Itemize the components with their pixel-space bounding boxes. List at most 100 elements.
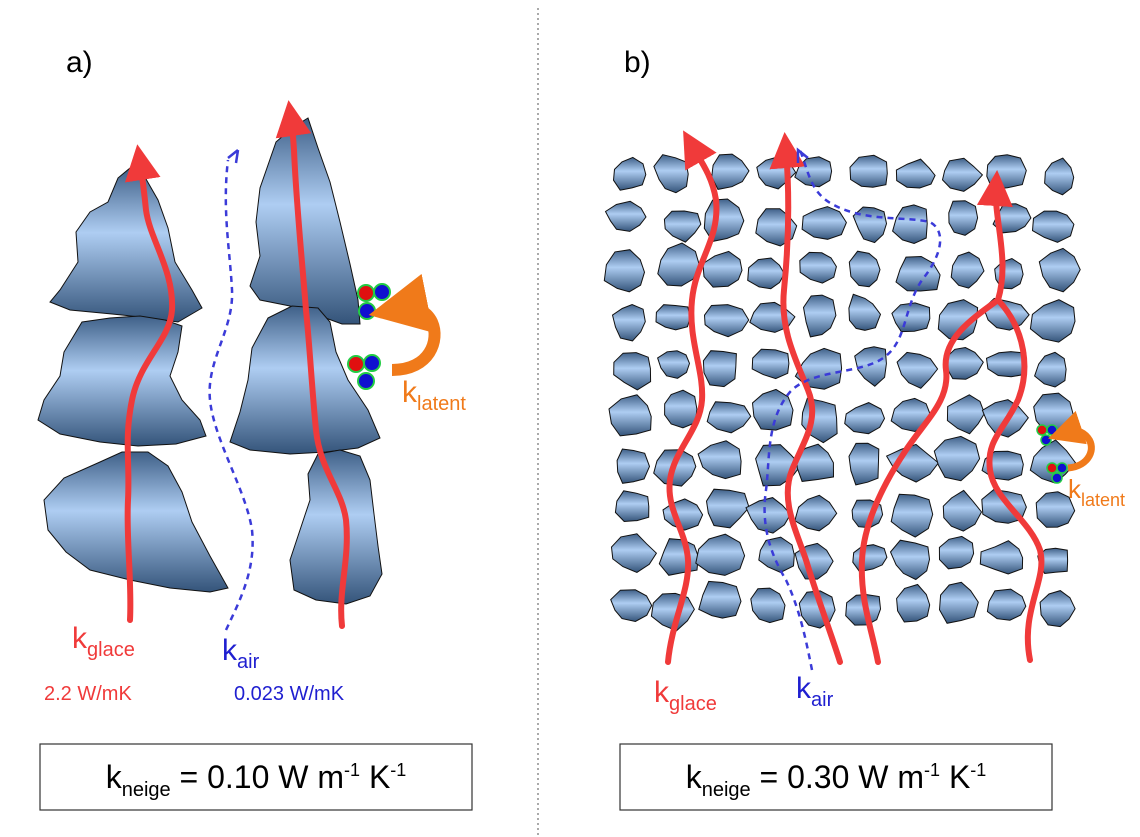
grain xyxy=(745,497,792,534)
formula-box xyxy=(39,743,473,811)
molecule xyxy=(347,355,365,373)
panel-a-ice-grains xyxy=(37,117,383,605)
grain xyxy=(702,350,737,388)
grain xyxy=(751,348,790,380)
k-air-label: kair xyxy=(796,672,834,711)
grain xyxy=(614,490,650,523)
latent-arrow xyxy=(1048,410,1095,472)
grain xyxy=(986,588,1027,621)
grain xyxy=(1044,157,1075,196)
ice-path xyxy=(769,132,843,665)
grain xyxy=(657,242,701,287)
grain xyxy=(794,156,833,188)
grain xyxy=(603,249,646,293)
panel-a: a) klatent kglace kair xyxy=(37,46,473,811)
k-air-value: 0.023 W/mK xyxy=(234,683,345,705)
grain xyxy=(702,250,743,288)
formula-text: kneige = 0.10 W m-1 K-1 xyxy=(106,759,407,801)
grain xyxy=(892,204,928,245)
grain xyxy=(1031,210,1075,243)
grain xyxy=(937,299,979,341)
grain xyxy=(854,346,887,387)
molecule xyxy=(1046,462,1058,474)
grain xyxy=(933,435,981,482)
formula-text: kneige = 0.30 W m-1 K-1 xyxy=(686,759,987,801)
grain xyxy=(895,255,941,292)
ice-path xyxy=(275,100,350,629)
grain xyxy=(852,206,888,244)
grain xyxy=(801,206,847,240)
grain xyxy=(711,153,750,190)
grain xyxy=(289,449,383,605)
grain xyxy=(802,294,837,338)
formula-box xyxy=(619,743,1053,811)
grain xyxy=(896,583,931,623)
molecule xyxy=(357,372,375,390)
molecule xyxy=(1040,434,1052,446)
grain xyxy=(849,154,888,188)
grain xyxy=(848,250,881,288)
molecule xyxy=(363,354,381,372)
grain xyxy=(1029,299,1076,343)
k-glace-value: 2.2 W/mK xyxy=(44,683,132,705)
grain xyxy=(747,257,785,290)
grain xyxy=(1035,491,1076,528)
molecule xyxy=(1036,424,1048,436)
grain xyxy=(249,117,361,325)
grain xyxy=(1034,351,1067,388)
grain xyxy=(698,580,742,619)
grain xyxy=(229,305,381,455)
grain xyxy=(608,394,652,437)
ice-path xyxy=(986,297,1045,663)
grain xyxy=(848,442,880,486)
grain xyxy=(938,581,979,624)
grain xyxy=(616,448,651,484)
grain xyxy=(43,451,229,593)
grain xyxy=(794,494,838,532)
k-air-label: kair xyxy=(222,634,260,673)
grain xyxy=(49,167,203,323)
molecule xyxy=(1056,462,1068,474)
grain xyxy=(37,315,207,447)
grain xyxy=(1038,247,1081,293)
grain xyxy=(658,538,699,576)
grain xyxy=(986,154,1027,190)
air-path xyxy=(763,149,942,671)
molecule xyxy=(358,302,376,320)
grain xyxy=(896,351,939,389)
grain xyxy=(664,389,698,429)
grain xyxy=(703,304,750,338)
grain xyxy=(611,303,646,342)
ice-path xyxy=(124,144,176,623)
k-latent-label: klatent xyxy=(402,376,466,415)
panel-a-label: a) xyxy=(66,46,93,79)
grain xyxy=(946,346,984,380)
grain xyxy=(613,352,652,391)
grain xyxy=(758,536,795,573)
molecule xyxy=(1046,424,1058,436)
air-path-arrowhead xyxy=(227,149,240,164)
grain xyxy=(979,540,1024,575)
air-path-arrowhead xyxy=(796,147,809,163)
panel-b: b) klatent kglace kair kneige = 0.30 W xyxy=(603,46,1125,811)
grain xyxy=(890,493,934,538)
panel-b-label: b) xyxy=(624,46,651,79)
latent-arrow xyxy=(368,273,441,376)
grain xyxy=(612,156,647,191)
grain xyxy=(946,394,986,435)
grain xyxy=(942,489,983,532)
k-glace-label: kglace xyxy=(654,676,717,715)
grain xyxy=(941,157,984,192)
grain xyxy=(705,488,750,529)
grain xyxy=(697,440,742,480)
grain xyxy=(1039,590,1076,628)
grain xyxy=(663,210,702,243)
panel-b-ice-grains xyxy=(603,153,1081,632)
grain xyxy=(610,533,658,573)
grain xyxy=(604,200,647,232)
grain xyxy=(889,539,931,581)
grain xyxy=(885,443,940,483)
grain xyxy=(891,302,931,333)
molecule xyxy=(357,284,375,302)
